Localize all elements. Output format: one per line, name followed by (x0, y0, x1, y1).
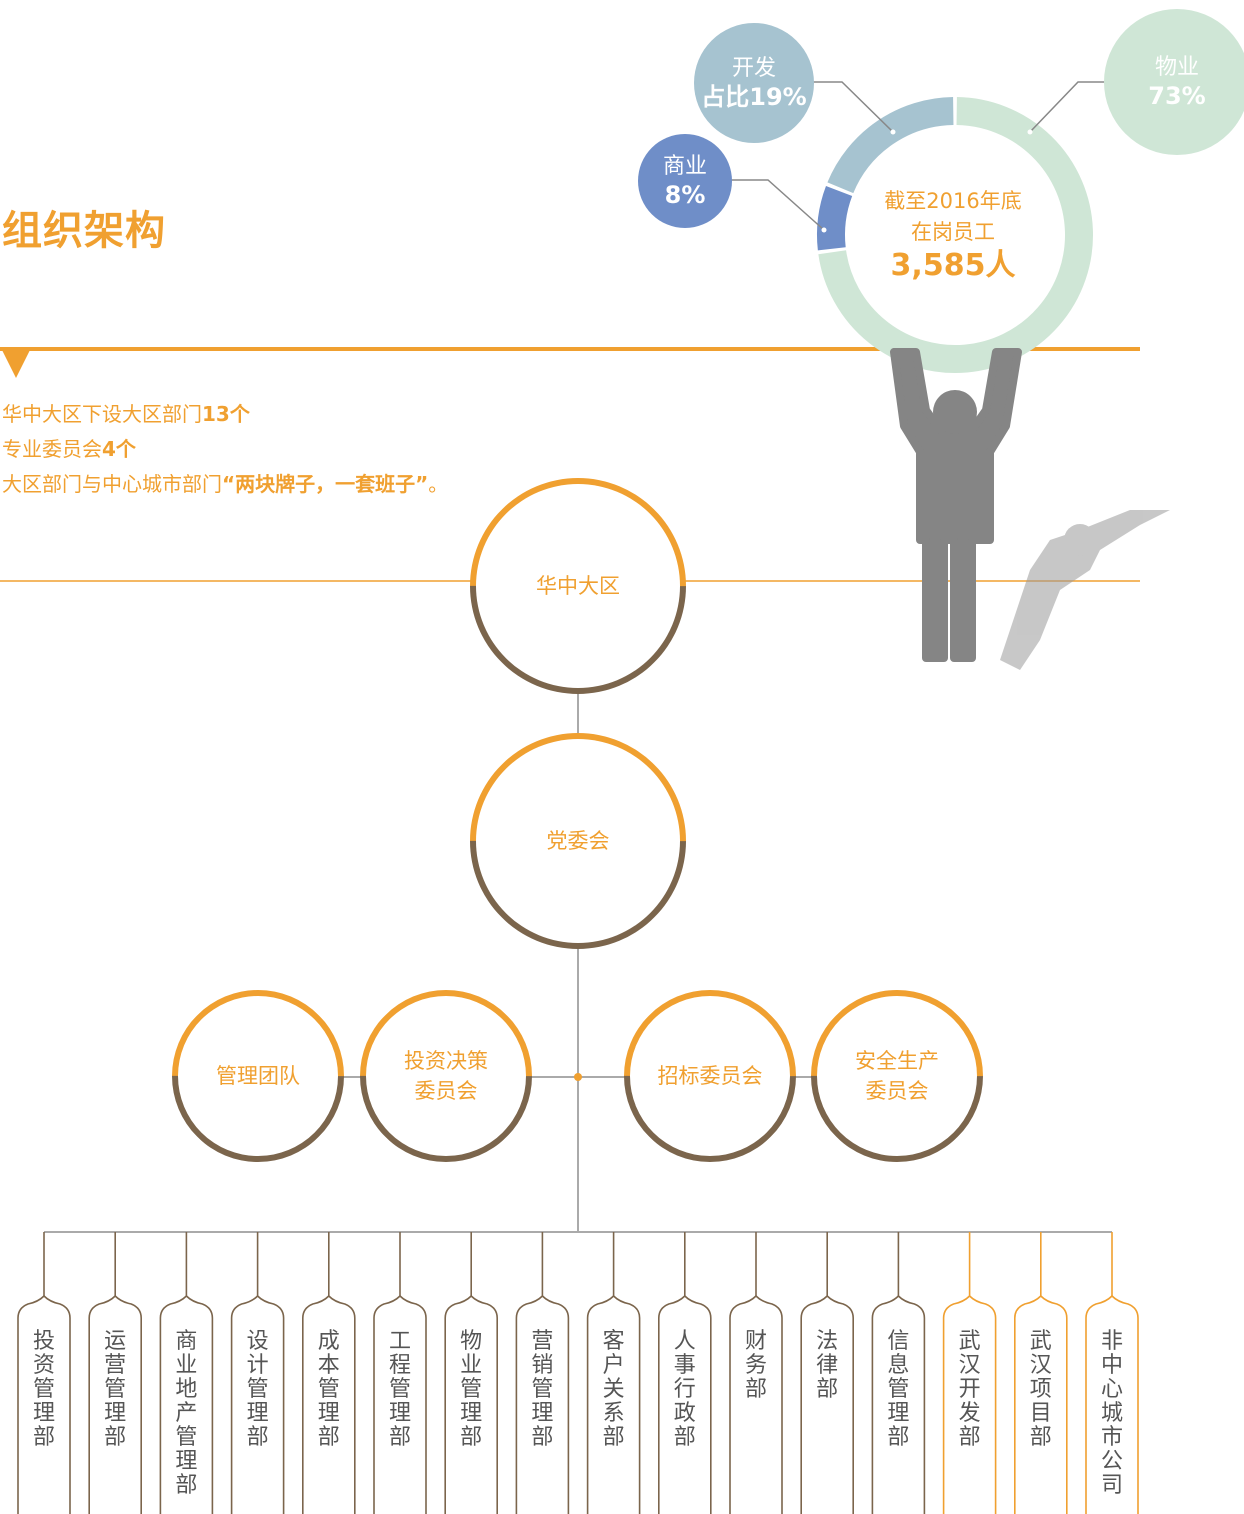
donut-segments (817, 97, 1093, 373)
intro-line-1-count: 13个 (202, 402, 250, 426)
bubble-development-value: 占比19% (701, 83, 807, 111)
department-tab-4 (302, 1294, 356, 1514)
department-tab-0 (17, 1294, 71, 1514)
department-tab-1 (88, 1294, 142, 1514)
figure-shadow (1000, 510, 1170, 670)
committee-junction-dot (574, 1073, 582, 1081)
donut-segment-1 (817, 185, 853, 251)
department-tab-10 (729, 1294, 783, 1514)
department-tab-11 (800, 1294, 854, 1514)
header-rule (0, 347, 1140, 351)
committee-node-2: 投资决策委员会 (360, 990, 532, 1162)
intro-line-2-count: 4个 (102, 437, 136, 461)
leader-dot-property (1027, 129, 1033, 135)
committee-4-line1: 安全生产 (855, 1049, 939, 1073)
intro-line-3-end: 。 (428, 472, 449, 496)
donut-center-value: 3,585人 (890, 248, 1016, 283)
leader-dot-commercial (821, 227, 827, 233)
department-label-9: 人事行政部 (673, 1329, 696, 1450)
bubble-property-value: 73% (1148, 82, 1206, 110)
root-node-label: 华中大区 (536, 574, 620, 598)
page-title: 组织架构 (2, 208, 166, 254)
department-label-11: 法律部 (816, 1329, 839, 1402)
department-tab-6 (444, 1294, 498, 1514)
committee-4-line2: 委员会 (865, 1079, 929, 1103)
intro-line-2: 专业委员会4个 (2, 433, 136, 462)
intro-line-1-text: 华中大区下设大区部门 (2, 402, 202, 426)
bubble-property: 物业 73% (1104, 9, 1244, 155)
department-tab-9 (658, 1294, 712, 1514)
intro-line-2-text: 专业委员会 (2, 437, 102, 461)
intro-line-1: 华中大区下设大区部门13个 (2, 398, 250, 427)
donut-segment-0 (818, 97, 1093, 373)
leader-line-commercial (730, 179, 825, 231)
department-label-14: 武汉项目部 (1029, 1329, 1052, 1450)
department-label-0: 投资管理部 (32, 1329, 55, 1450)
donut-center-line-2: 在岗员工 (911, 220, 995, 244)
department-tab-14 (1014, 1294, 1068, 1514)
leader-line-development (812, 81, 894, 133)
committee-3-line1: 招标委员会 (657, 1064, 763, 1088)
department-tab-13 (942, 1294, 997, 1514)
department-label-10: 财务部 (744, 1329, 767, 1402)
department-label-6: 物业管理部 (460, 1329, 483, 1450)
department-tab-7 (515, 1294, 570, 1514)
department-drop-lines (43, 1232, 1113, 1296)
committee-node-3: 招标委员会 (624, 990, 796, 1162)
donut-leader-lines (730, 81, 1108, 233)
department-tab-15 (1085, 1294, 1139, 1514)
department-label-4: 成本管理部 (317, 1329, 340, 1450)
person-figure-icon (890, 348, 1170, 670)
party-node-label: 党委会 (546, 829, 610, 853)
bubble-development-name: 开发 (731, 56, 776, 81)
committee-1-line1: 管理团队 (216, 1064, 300, 1088)
intro-line-3-quote: “两块牌子，一套班子” (222, 472, 429, 496)
intro-line-3-text: 大区部门与中心城市部门 (2, 472, 222, 496)
department-label-5: 工程管理部 (388, 1329, 411, 1450)
department-tab-2 (159, 1294, 214, 1514)
leader-dot-development (890, 129, 896, 135)
department-tab-8 (586, 1294, 641, 1514)
root-node: 华中大区 (470, 478, 686, 694)
bubble-development: 开发 占比19% (694, 23, 814, 143)
donut-center-line-1: 截至2016年底 (884, 189, 1022, 213)
committee-node-4: 安全生产委员会 (811, 990, 983, 1162)
department-tabs (17, 1294, 1139, 1514)
donut-segment-2 (827, 97, 954, 194)
department-label-12: 信息管理部 (887, 1329, 910, 1450)
triangle-marker-icon (2, 350, 30, 378)
department-label-7: 营销管理部 (531, 1329, 554, 1450)
bubble-commercial: 商业 8% (638, 134, 732, 228)
committee-2-line2: 委员会 (414, 1079, 478, 1103)
committee-2-line1: 投资决策 (404, 1049, 488, 1073)
bubble-property-name: 物业 (1154, 55, 1199, 80)
committee-node-1: 管理团队 (172, 990, 344, 1162)
department-tab-3 (230, 1294, 285, 1514)
staff-donut-chart (817, 97, 1093, 373)
department-label-15: 非中心城市公司 (1100, 1329, 1123, 1498)
bubble-commercial-value: 8% (664, 181, 706, 209)
intro-line-3: 大区部门与中心城市部门“两块牌子，一套班子”。 (2, 468, 448, 497)
bubble-commercial-name: 商业 (662, 154, 707, 179)
department-label-3: 设计管理部 (246, 1329, 269, 1450)
department-label-2: 商业地产管理部 (175, 1329, 198, 1498)
department-label-1: 运营管理部 (104, 1329, 127, 1450)
department-label-8: 客户关系部 (602, 1329, 625, 1450)
department-label-13: 武汉开发部 (958, 1329, 981, 1450)
party-node: 党委会 (470, 733, 686, 949)
department-tab-12 (871, 1294, 926, 1514)
department-tab-5 (373, 1294, 427, 1514)
leader-line-property (1029, 81, 1108, 133)
